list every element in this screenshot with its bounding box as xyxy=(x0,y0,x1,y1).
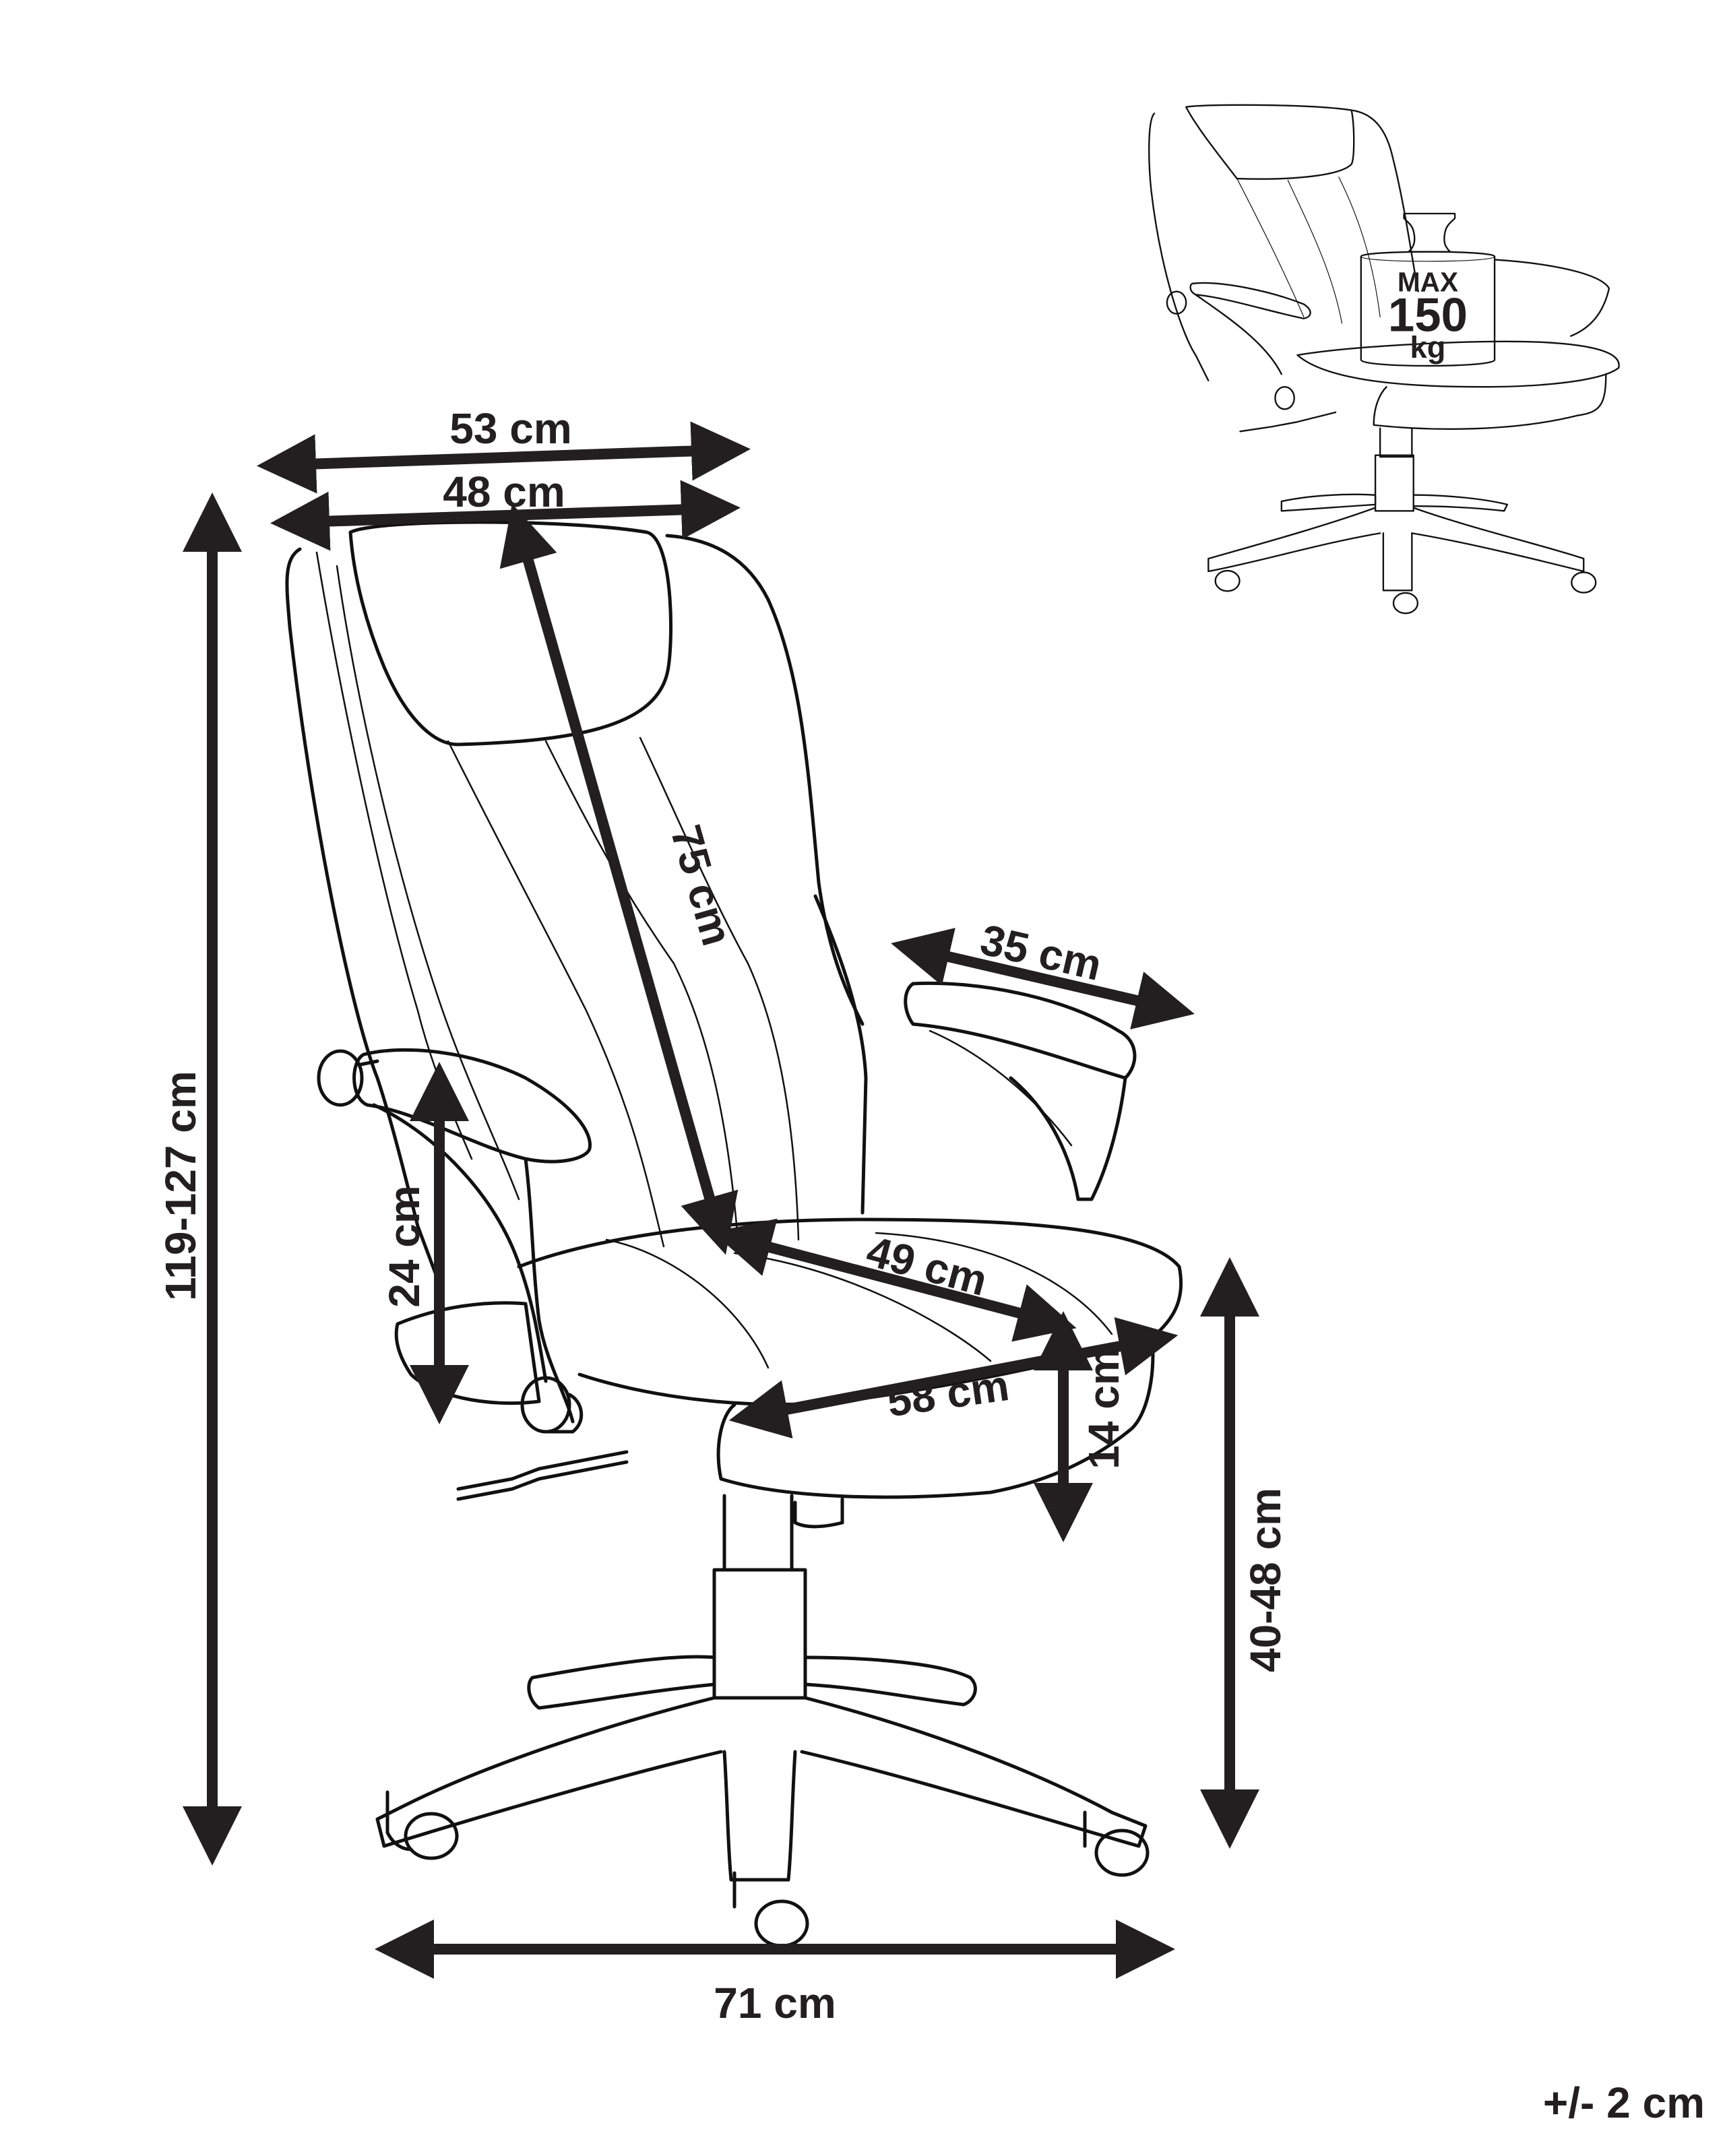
dimension-labels: 53 cm 48 cm 75 cm 35 cm 24 cm 49 cm 58 c… xyxy=(156,404,1290,2027)
label-48cm: 48 cm xyxy=(443,468,565,516)
label-71cm: 71 cm xyxy=(714,1979,836,2027)
max-label: MAX xyxy=(1398,267,1458,298)
label-14cm: 14 cm xyxy=(1079,1347,1128,1469)
max-load-value: 150 xyxy=(1388,289,1468,342)
caster-front xyxy=(732,1871,809,1948)
arrow-53cm xyxy=(257,421,751,494)
weight-icon xyxy=(1360,212,1496,367)
arrow-75cm xyxy=(499,503,739,1255)
arrow-49cm xyxy=(712,1218,1077,1342)
dimension-arrows xyxy=(183,421,1259,1979)
arrow-35cm xyxy=(891,928,1195,1029)
label-24cm: 24 cm xyxy=(380,1185,429,1307)
caster-right xyxy=(1083,1810,1150,1877)
label-75cm: 75 cm xyxy=(662,820,742,951)
tolerance-note: +/- 2 cm xyxy=(1543,2079,1705,2127)
label-53cm: 53 cm xyxy=(449,404,571,453)
max-load-unit: kg xyxy=(1410,330,1446,364)
label-119-127cm: 119-127 cm xyxy=(156,1071,205,1301)
caster-left xyxy=(385,1790,459,1860)
label-58cm: 58 cm xyxy=(884,1361,1012,1426)
label-40-48cm: 40-48 cm xyxy=(1241,1488,1290,1672)
load-capacity-illustration: MAX 150 kg xyxy=(1148,104,1620,614)
